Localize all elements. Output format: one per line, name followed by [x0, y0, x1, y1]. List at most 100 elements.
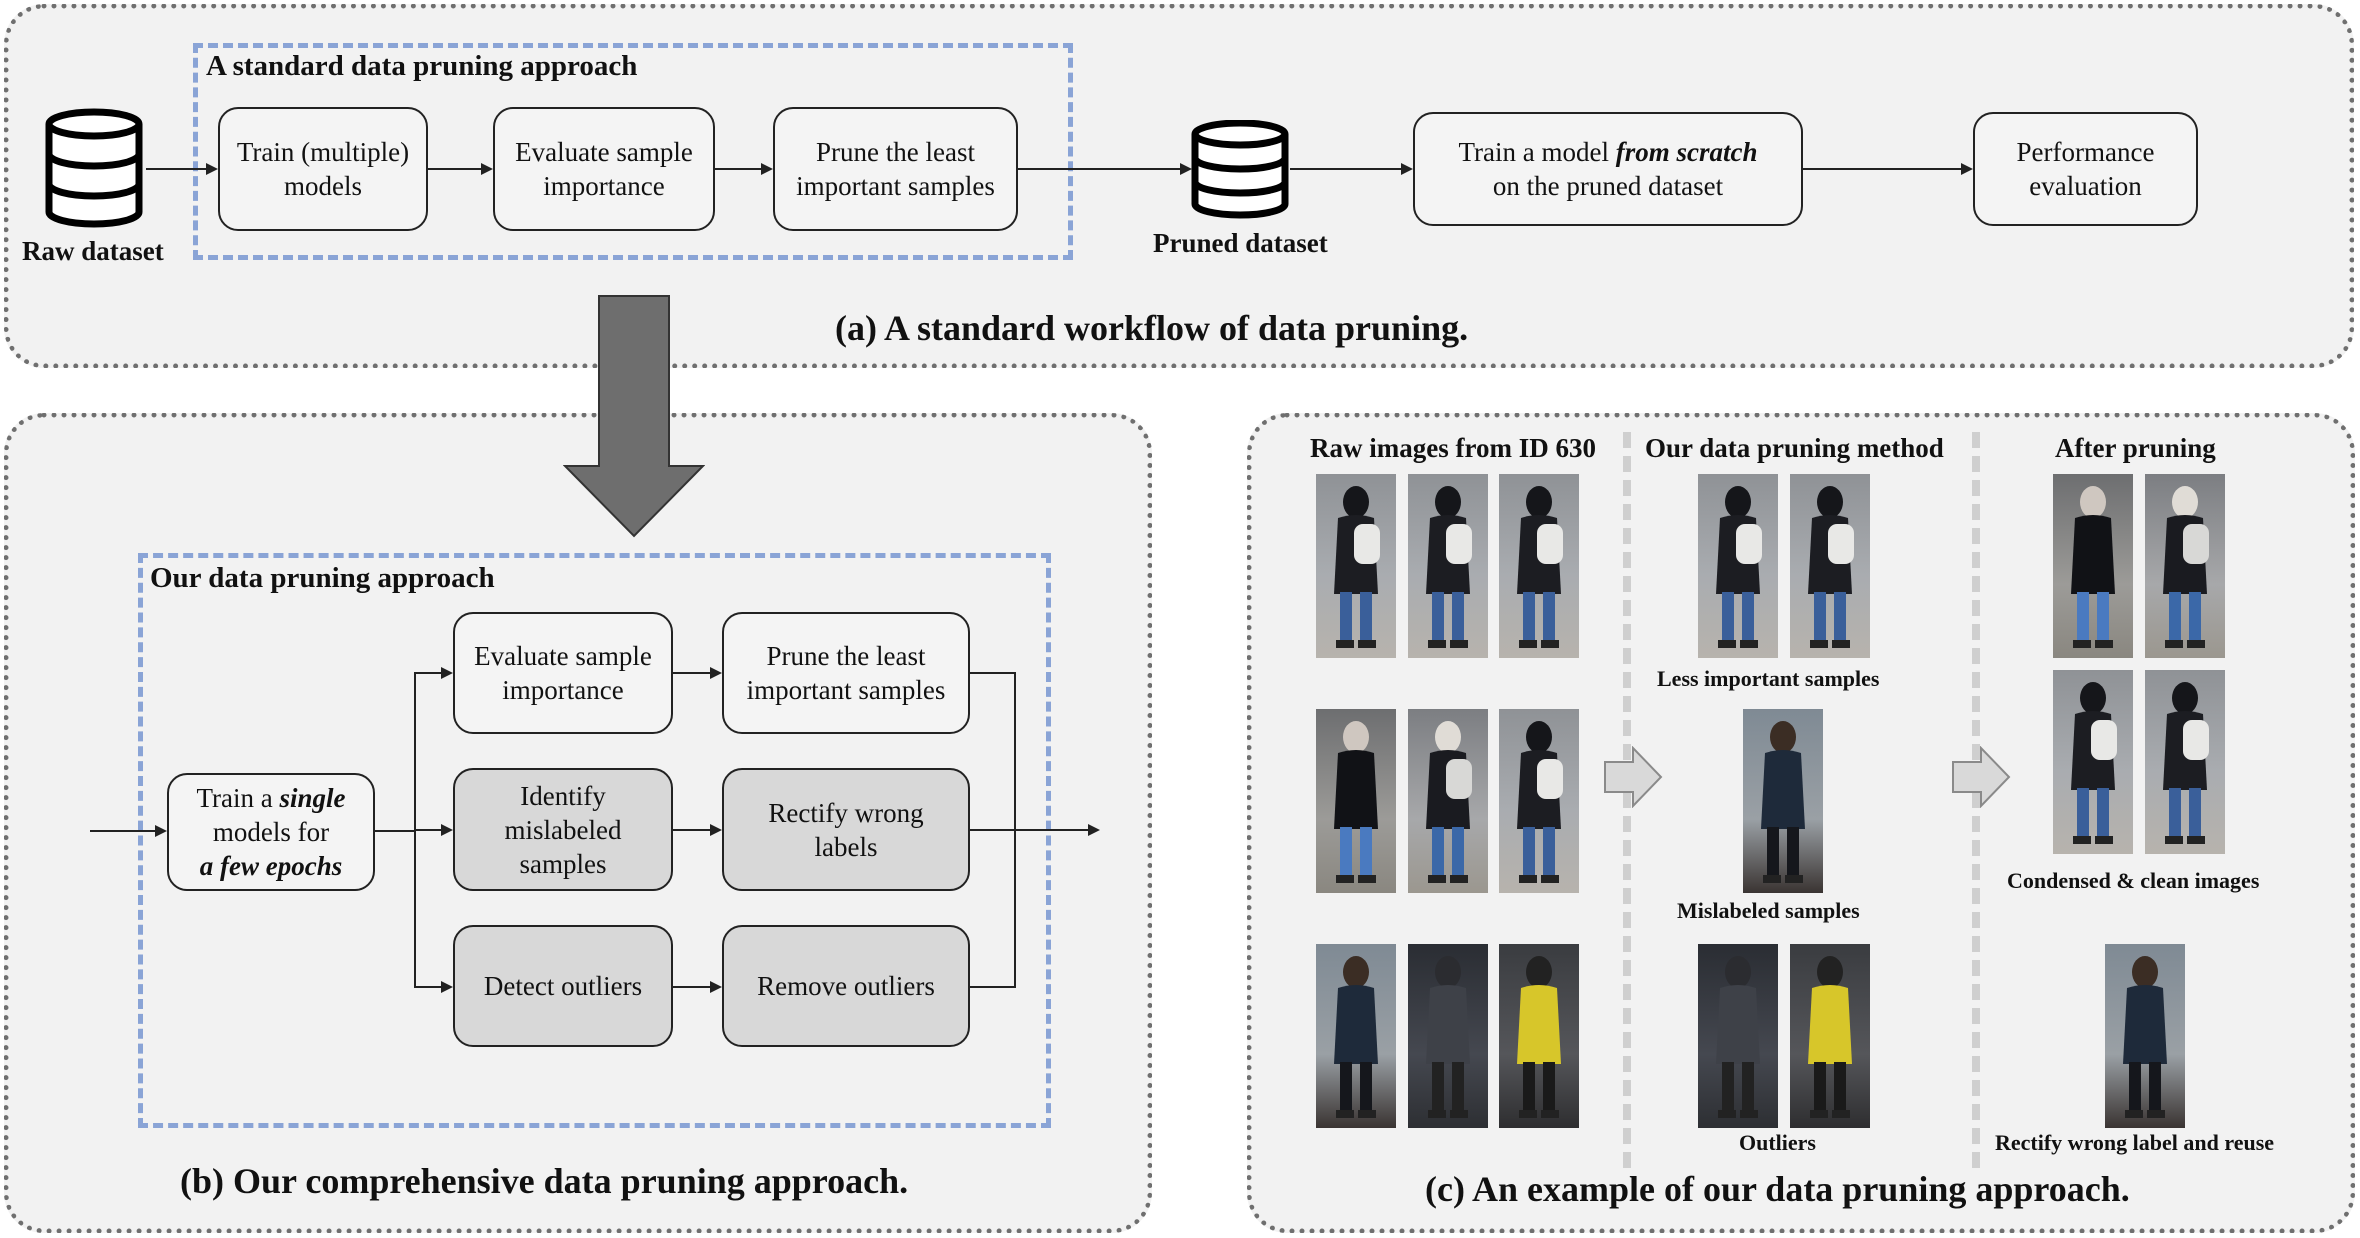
- prune-line2: important samples: [746, 675, 946, 705]
- pedestrian-photo: [1499, 474, 1579, 658]
- arrow-head: [206, 163, 218, 175]
- arrow-line: [673, 829, 710, 831]
- detect-outliers-box: Detect outliers: [453, 925, 673, 1047]
- pedestrian-photo: [1790, 474, 1870, 658]
- pedestrian-photo: [1408, 474, 1488, 658]
- step4-line2: on the pruned dataset: [1492, 171, 1724, 201]
- our-approach-title: Our data pruning approach: [150, 562, 495, 594]
- col2-title: Our data pruning method: [1645, 433, 1944, 463]
- arrow-line: [673, 672, 710, 674]
- remove-outliers-box: Remove outliers: [722, 925, 970, 1047]
- train-line3: a few epochs: [199, 851, 343, 881]
- pedestrian-photo: [1316, 709, 1396, 893]
- arrow-line: [970, 829, 1090, 831]
- pedestrian-photo: [1743, 709, 1823, 893]
- pedestrian-photo: [1408, 709, 1488, 893]
- arrow-line: [90, 830, 155, 832]
- panel-b-caption: (b) Our comprehensive data pruning appro…: [180, 1161, 909, 1201]
- arrow-line: [1803, 168, 1961, 170]
- pedestrian-photo: [1316, 944, 1396, 1128]
- step4-line1a: Train a model: [1458, 137, 1616, 167]
- col3-title: After pruning: [2055, 433, 2216, 463]
- pedestrian-photo: [1408, 944, 1488, 1128]
- rectify-line1: Rectify wrong: [768, 797, 924, 828]
- col1-title: Raw images from ID 630: [1310, 433, 1596, 463]
- pedestrian-photo: [2145, 474, 2225, 658]
- pedestrian-photo: [2053, 474, 2133, 658]
- pedestrian-photo: [1698, 474, 1778, 658]
- standard-approach-title: A standard data pruning approach: [206, 50, 638, 82]
- train-line2: models for: [212, 817, 330, 847]
- arrow-head: [1961, 163, 1973, 175]
- eval-line1: Evaluate sample: [474, 641, 652, 671]
- arrow-head: [481, 163, 493, 175]
- step1-line2: models: [284, 171, 362, 201]
- step5-line2: evaluation: [2029, 171, 2142, 201]
- arrow-line: [146, 168, 206, 170]
- mislabeled-label: Mislabeled samples: [1677, 898, 1860, 923]
- column-separator: [1972, 432, 1980, 1168]
- pedestrian-photo: [1316, 474, 1396, 658]
- pedestrian-photo: [1499, 944, 1579, 1128]
- arrow-line: [1290, 168, 1401, 170]
- pedestrian-photo: [2105, 944, 2185, 1128]
- evaluate-importance-box: Evaluate sample importance: [493, 107, 715, 231]
- prune-line1: Prune the least: [766, 641, 926, 671]
- step1-line1: Train (multiple): [236, 137, 410, 167]
- train-line1b: single: [279, 783, 346, 813]
- step3-line2: important samples: [796, 171, 995, 201]
- less-important-label: Less important samples: [1657, 666, 1880, 691]
- branch-line: [375, 830, 416, 832]
- detect-label: Detect outliers: [483, 971, 643, 1001]
- train-single-model-box: Train a single models for a few epochs: [167, 773, 375, 891]
- arrow-head: [155, 825, 167, 837]
- arrow-line: [414, 672, 441, 674]
- arrow-head: [710, 981, 722, 993]
- arrow-head: [441, 667, 453, 679]
- arrow-line: [428, 168, 481, 170]
- outliers-label: Outliers: [1739, 1130, 1816, 1155]
- arrow-line: [715, 168, 761, 170]
- big-down-arrow-icon: [563, 295, 705, 538]
- standard-approach-box: [193, 43, 1073, 260]
- condensed-label: Condensed & clean images: [2007, 868, 2260, 893]
- identify-line1: Identify: [520, 780, 606, 811]
- merge-line: [970, 672, 1016, 674]
- our-approach-box: [138, 553, 1051, 1128]
- step2-line1: Evaluate sample: [515, 137, 693, 167]
- train-line1a: Train a: [196, 783, 280, 813]
- pedestrian-photo: [1698, 944, 1778, 1128]
- merge-line: [970, 986, 1016, 988]
- rectify-reuse-label: Rectify wrong label and reuse: [1995, 1130, 2275, 1155]
- arrow-line: [414, 986, 441, 988]
- pedestrian-photo: [1790, 944, 1870, 1128]
- train-multiple-models-box: Train (multiple) models: [218, 107, 428, 231]
- arrow-head: [441, 981, 453, 993]
- train-from-scratch-box: Train a model from scratch on the pruned …: [1413, 112, 1803, 226]
- eval-line2: importance: [502, 675, 624, 705]
- step5-line1: Performance: [2016, 137, 2155, 167]
- raw-dataset-icon: [45, 108, 143, 228]
- arrow-head: [710, 824, 722, 836]
- pedestrian-photo: [2053, 670, 2133, 854]
- arrow-head: [1401, 163, 1413, 175]
- remove-label: Remove outliers: [757, 971, 935, 1001]
- arrow-line: [414, 829, 441, 831]
- identify-line2: mislabeled: [504, 814, 622, 845]
- prune-least-box: Prune the least important samples: [722, 612, 970, 734]
- arrow-head: [1088, 824, 1100, 836]
- identify-line3: samples: [519, 848, 607, 879]
- step2-line2: importance: [543, 171, 665, 201]
- pedestrian-photo: [1499, 709, 1579, 893]
- raw-dataset-label: Raw dataset: [22, 236, 164, 266]
- pedestrian-photo: [2145, 670, 2225, 854]
- performance-evaluation-box: Performance evaluation: [1973, 112, 2198, 226]
- flow-arrow-icon: [1952, 746, 2011, 808]
- column-separator: [1623, 432, 1631, 1168]
- pruned-dataset-icon: [1191, 120, 1289, 219]
- step4-line1b: from scratch: [1615, 137, 1758, 167]
- panel-a-caption: (a) A standard workflow of data pruning.: [835, 308, 1469, 348]
